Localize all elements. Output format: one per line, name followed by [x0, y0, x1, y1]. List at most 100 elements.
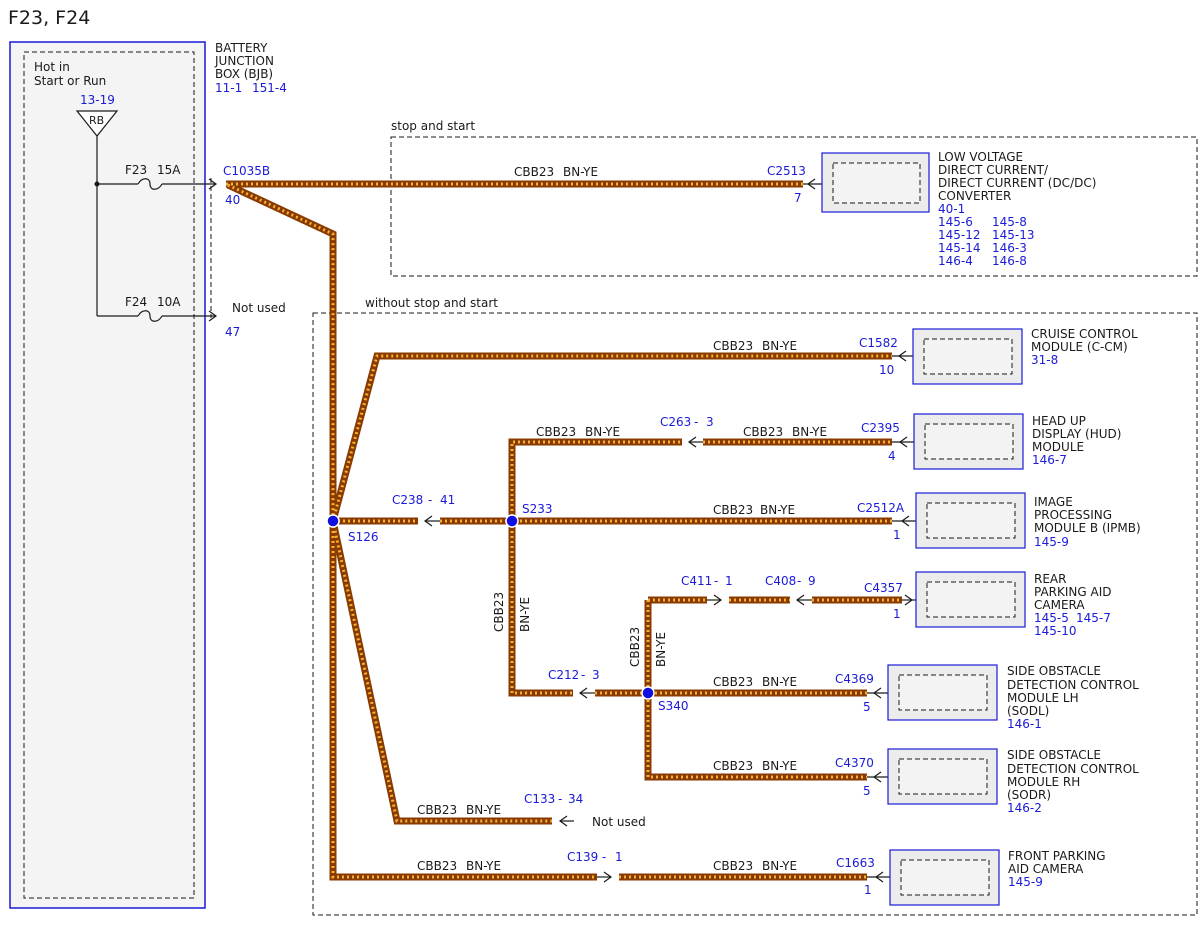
svg-text:MODULE B (IPMB): MODULE B (IPMB): [1034, 521, 1141, 535]
svg-text:MODULE LH: MODULE LH: [1007, 691, 1079, 705]
svg-text:145-7: 145-7: [1076, 611, 1111, 625]
svg-text:AID CAMERA: AID CAMERA: [1008, 862, 1084, 876]
svg-text:1: 1: [893, 607, 901, 621]
svg-text:7: 7: [794, 191, 802, 205]
c139-label: C139: [567, 850, 598, 864]
c411-pin: 1: [725, 574, 733, 588]
ref-13-19: 13-19: [80, 93, 115, 107]
component-hud: C2395 4 HEAD UP DISPLAY (HUD) MODULE 146…: [861, 413, 1121, 470]
fuse-f24-symbol: [137, 310, 163, 322]
svg-text:C1582: C1582: [859, 336, 898, 350]
component-rear-camera: C4357 1 REAR PARKING AID CAMERA 145-5 14…: [864, 571, 1112, 638]
wire-color-8: BN-YE: [466, 803, 501, 817]
component-dcdc-converter: C2513 7 LOW VOLTAGE DIRECT CURRENT/ DIRE…: [767, 150, 1096, 268]
component-sodl: C4369 5 SIDE OBSTACLE DETECTION CONTROL …: [835, 664, 1139, 731]
component-sodr: C4370 5 SIDE OBSTACLE DETECTION CONTROL …: [835, 748, 1139, 815]
svg-text:MODULE: MODULE: [1032, 440, 1084, 454]
wire-circuit-2: CBB23: [713, 339, 753, 353]
svg-text:146-8: 146-8: [992, 254, 1027, 268]
svg-text:1: 1: [864, 883, 872, 897]
fuse-f23-label: F23: [125, 163, 147, 177]
c212-pin: 3: [592, 668, 600, 682]
splice-s126: [326, 514, 340, 528]
svg-text:-: -: [714, 574, 718, 588]
c133-not-used: Not used: [592, 815, 646, 829]
wire-color-6: BN-YE: [762, 675, 797, 689]
wire-circuit-6: CBB23: [713, 675, 753, 689]
bjb-ref-1: 11-1: [215, 81, 242, 95]
c133-pin: 34: [568, 792, 583, 806]
splice-s233: [505, 514, 519, 528]
svg-text:145-8: 145-8: [992, 215, 1027, 229]
svg-text:FRONT PARKING: FRONT PARKING: [1008, 849, 1106, 863]
wire-color-v2: BN-YE: [654, 632, 668, 667]
wire-color-5: BN-YE: [760, 503, 795, 517]
rb-triangle: [75, 110, 119, 137]
fuse-f23-amp: 15A: [157, 163, 181, 177]
svg-text:MODULE (C-CM): MODULE (C-CM): [1031, 340, 1128, 354]
svg-text:145-9: 145-9: [1034, 535, 1069, 549]
svg-text:-: -: [581, 668, 585, 682]
c238-label: C238: [392, 493, 423, 507]
svg-text:DETECTION CONTROL: DETECTION CONTROL: [1007, 678, 1139, 692]
svg-text:145-5: 145-5: [1034, 611, 1069, 625]
svg-text:C2512A: C2512A: [857, 501, 905, 515]
svg-text:146-3: 146-3: [992, 241, 1027, 255]
svg-text:146-7: 146-7: [1032, 453, 1067, 467]
svg-text:CRUISE CONTROL: CRUISE CONTROL: [1031, 327, 1138, 341]
svg-text:31-8: 31-8: [1031, 353, 1058, 367]
component-ipmb: C2512A 1 IMAGE PROCESSING MODULE B (IPMB…: [857, 492, 1141, 549]
stop-start-group: [390, 136, 1198, 277]
bjb-ref-2: 151-4: [252, 81, 287, 95]
svg-text:5: 5: [863, 700, 871, 714]
stop-start-label: stop and start: [391, 119, 475, 133]
svg-text:-: -: [428, 493, 432, 507]
hot-in-line2: Start or Run: [34, 74, 106, 88]
svg-text:PROCESSING: PROCESSING: [1034, 508, 1112, 522]
svg-text:40-1: 40-1: [938, 202, 965, 216]
svg-text:CONVERTER: CONVERTER: [938, 189, 1011, 203]
svg-text:4: 4: [888, 449, 896, 463]
bjb-inner-dashed: [23, 51, 195, 899]
svg-text:1: 1: [893, 528, 901, 542]
inline-connector-arrows: [423, 436, 812, 883]
wire-color-10: BN-YE: [762, 859, 797, 873]
wire-circuit-3: CBB23: [536, 425, 576, 439]
wire-circuit-1: CBB23: [514, 165, 554, 179]
pin-40: 40: [225, 193, 240, 207]
svg-text:145-12: 145-12: [938, 228, 981, 242]
svg-text:146-2: 146-2: [1007, 801, 1042, 815]
not-used-47: Not used: [232, 301, 286, 315]
component-cruise-control: C1582 10 CRUISE CONTROL MODULE (C-CM) 31…: [859, 327, 1138, 385]
splice-s340-label: S340: [658, 699, 689, 713]
splice-s126-label: S126: [348, 530, 379, 544]
svg-text:5: 5: [863, 784, 871, 798]
harness-outer: [226, 180, 902, 881]
c1035b-label: C1035B: [223, 164, 270, 178]
bjb-name-line2: JUNCTION: [214, 54, 274, 68]
pin47-arrow: [208, 310, 218, 322]
c133-label: C133: [524, 792, 555, 806]
svg-text:(SODR): (SODR): [1007, 788, 1051, 802]
bjb-name-line1: BATTERY: [215, 41, 268, 55]
svg-text:C4357: C4357: [864, 581, 903, 595]
wire-circuit-5: CBB23: [713, 503, 753, 517]
svg-text:145-9: 145-9: [1008, 875, 1043, 889]
svg-text:CAMERA: CAMERA: [1034, 598, 1085, 612]
svg-text:145-14: 145-14: [938, 241, 981, 255]
wire-color-3: BN-YE: [585, 425, 620, 439]
svg-text:MODULE RH: MODULE RH: [1007, 775, 1080, 789]
svg-text:DISPLAY (HUD): DISPLAY (HUD): [1032, 427, 1121, 441]
svg-text:10: 10: [879, 363, 894, 377]
svg-text:C1663: C1663: [836, 856, 875, 870]
svg-text:IMAGE: IMAGE: [1034, 495, 1073, 509]
svg-text:C2395: C2395: [861, 421, 900, 435]
component-arrows: [803, 178, 916, 883]
svg-text:SIDE OBSTACLE: SIDE OBSTACLE: [1007, 748, 1101, 762]
wire-color-2: BN-YE: [762, 339, 797, 353]
c408-label: C408: [765, 574, 796, 588]
wire-circuit-10: CBB23: [713, 859, 753, 873]
hot-in-line1: Hot in: [34, 60, 70, 74]
pin-47: 47: [225, 325, 240, 339]
